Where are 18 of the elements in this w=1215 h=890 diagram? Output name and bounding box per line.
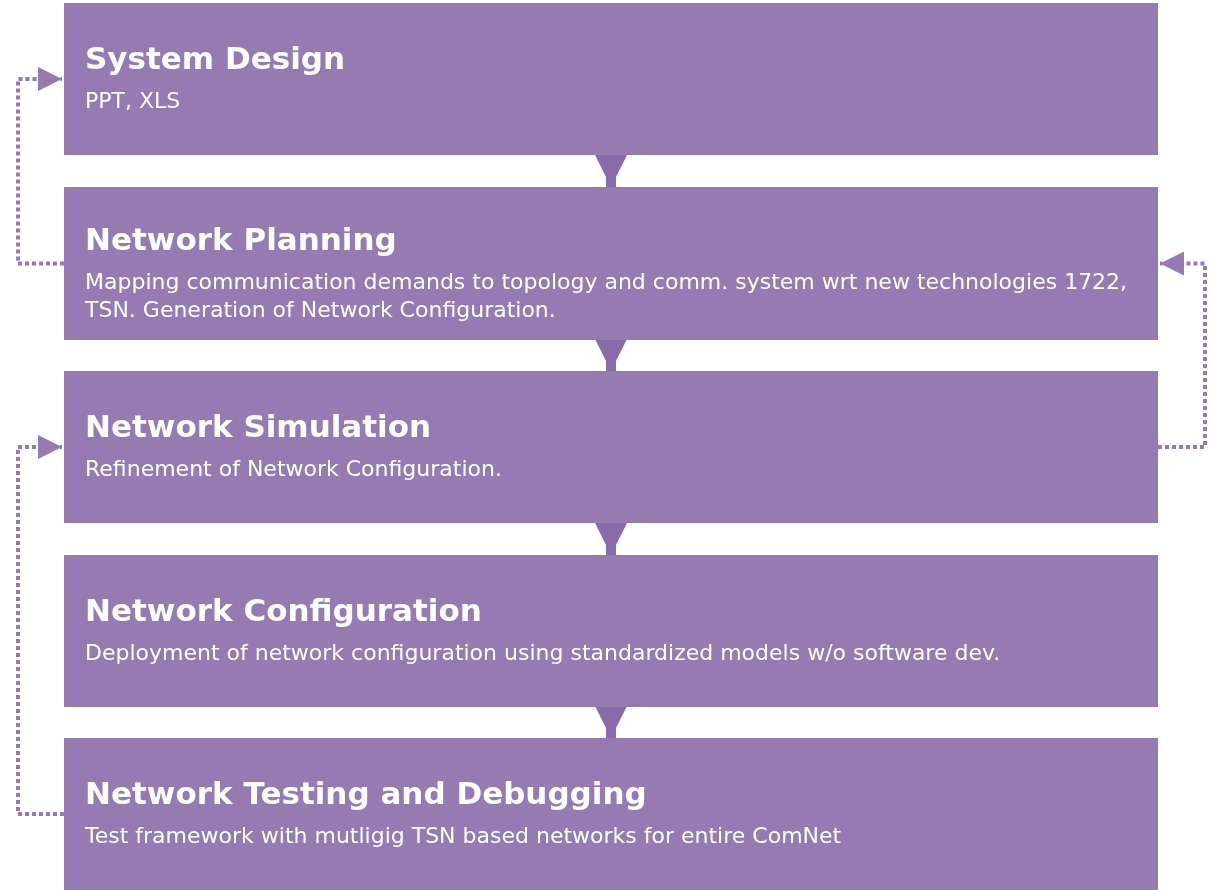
step-description: Test framework with mutligig TSN based networks for entire ComNet [85,822,842,850]
step-title: Network Configuration [85,591,482,629]
dotted-feedback-arrow [16,435,64,816]
process-box [64,738,1158,890]
step-description: Mapping communication demands to topology and comm. system wrt new technologies 1722, TSN. Generation of Network Configuration. [85,268,1129,324]
step-title: Network Testing and Debugging [85,774,647,812]
step-description: Refinement of Network Configuration. [85,455,502,483]
process-box [64,3,1158,155]
dotted-feedback-arrow [1158,251,1207,449]
step-title: System Design [85,39,346,77]
step-description: Deployment of network configuration using standardized models w/o software dev. [85,639,1001,667]
process-box [64,555,1158,707]
process-box [64,187,1158,340]
step-description: PPT, XLS [85,87,181,115]
step-title: Network Planning [85,220,397,258]
step-title: Network Simulation [85,407,432,445]
process-box [64,371,1158,523]
dotted-feedback-arrow [16,67,64,266]
